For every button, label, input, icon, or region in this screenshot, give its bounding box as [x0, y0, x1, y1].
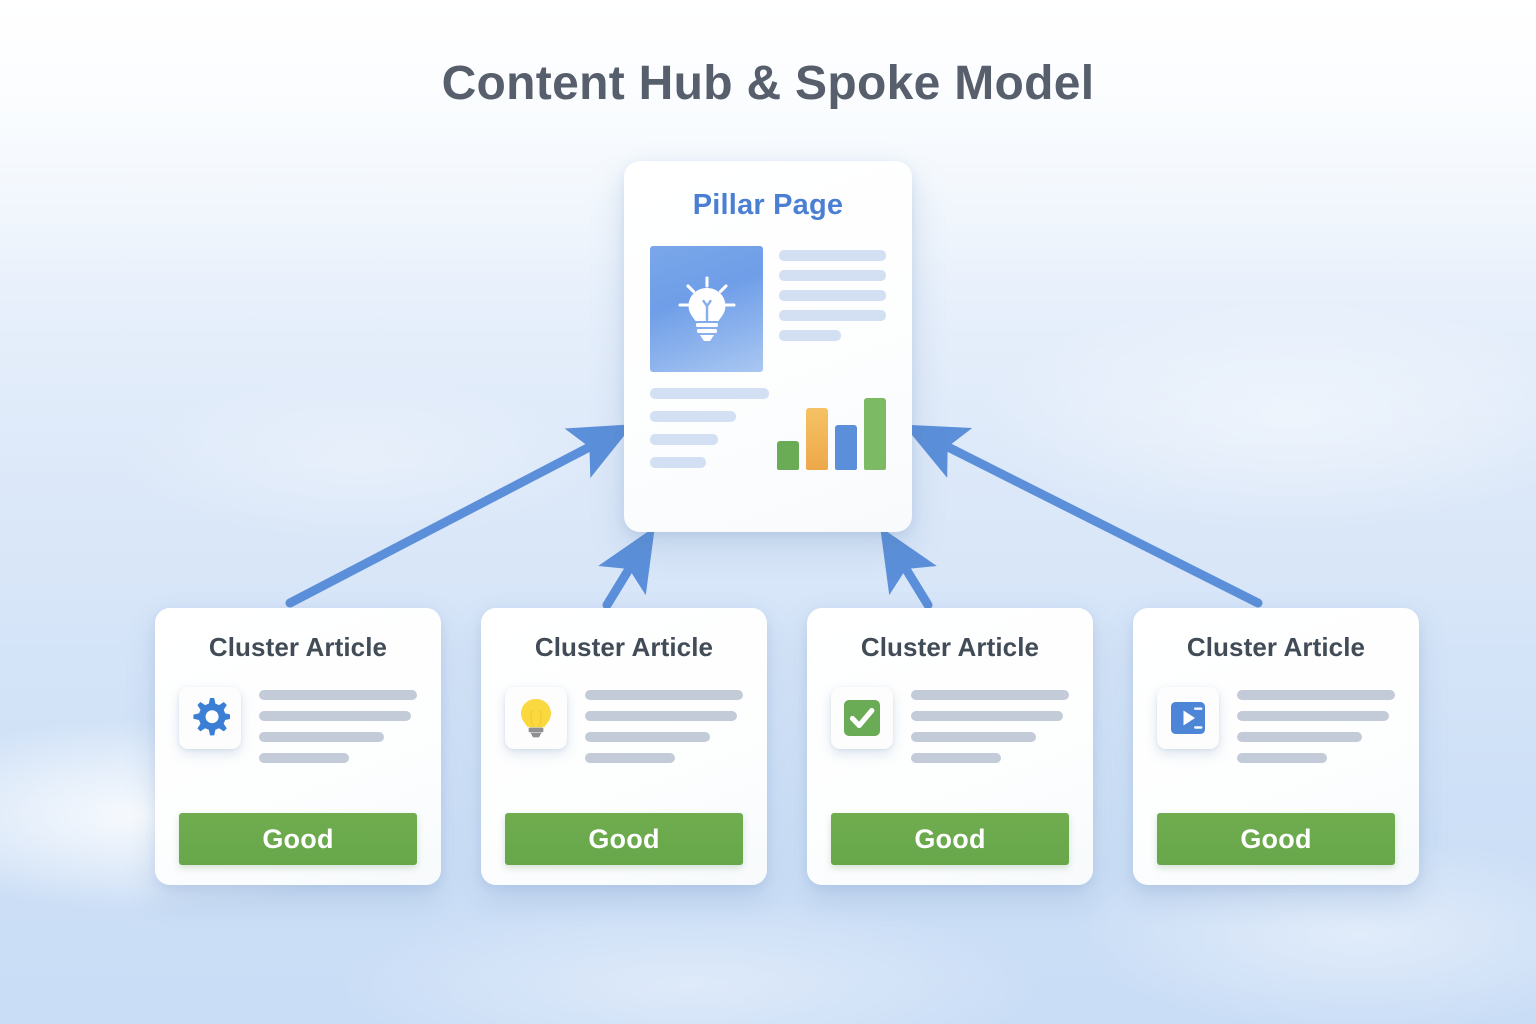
status-badge[interactable]: Good: [505, 813, 743, 865]
lightbulb-icon: [521, 699, 551, 738]
pillar-lower-text-lines: [650, 388, 769, 470]
chart-bar: [864, 398, 886, 470]
cluster-article-body: [831, 687, 1069, 763]
page-title: Content Hub & Spoke Model: [441, 57, 1095, 110]
cluster-icon-tile: [1157, 687, 1219, 749]
pillar-hero-image: [650, 246, 763, 372]
chart-bar: [777, 441, 799, 470]
cluster-text-lines: [585, 687, 743, 763]
chart-bar: [835, 425, 857, 470]
video-play-icon: [1171, 702, 1205, 734]
gear-icon: [193, 698, 230, 736]
status-badge[interactable]: Good: [831, 813, 1069, 865]
cluster-article-title: Cluster Article: [1186, 632, 1366, 662]
pillar-upper-section: [650, 246, 886, 372]
check-icon: [844, 700, 880, 736]
cluster-article-body: [1157, 687, 1395, 763]
pillar-page-title: Pillar Page: [692, 189, 844, 221]
cluster-article-body: [505, 687, 743, 763]
status-badge[interactable]: Good: [1157, 813, 1395, 865]
cluster-icon-tile: [505, 687, 567, 749]
cluster-article-card-4[interactable]: Cluster Article Good: [1133, 608, 1419, 885]
cluster-article-card-2[interactable]: Cluster Article Good: [481, 608, 767, 885]
cluster-text-lines: [259, 687, 417, 763]
cluster-article-title: Cluster Article: [208, 632, 388, 662]
pillar-mini-bar-chart: [777, 398, 886, 470]
cluster-icon-tile: [179, 687, 241, 749]
status-badge[interactable]: Good: [179, 813, 417, 865]
cluster-article-body: [179, 687, 417, 763]
cluster-article-title: Cluster Article: [860, 632, 1040, 662]
lightbulb-icon: [677, 276, 736, 341]
pillar-page-card[interactable]: Pillar Page: [624, 161, 912, 532]
cluster-article-card-3[interactable]: Cluster Article Good: [807, 608, 1093, 885]
cluster-text-lines: [1237, 687, 1395, 763]
pillar-lower-section: [650, 388, 886, 470]
cluster-icon-tile: [831, 687, 893, 749]
cluster-article-card-1[interactable]: Cluster Article Good: [155, 608, 441, 885]
pillar-upper-text-lines: [779, 246, 886, 372]
cluster-text-lines: [911, 687, 1069, 763]
chart-bar: [806, 408, 828, 470]
cluster-article-title: Cluster Article: [534, 632, 714, 662]
